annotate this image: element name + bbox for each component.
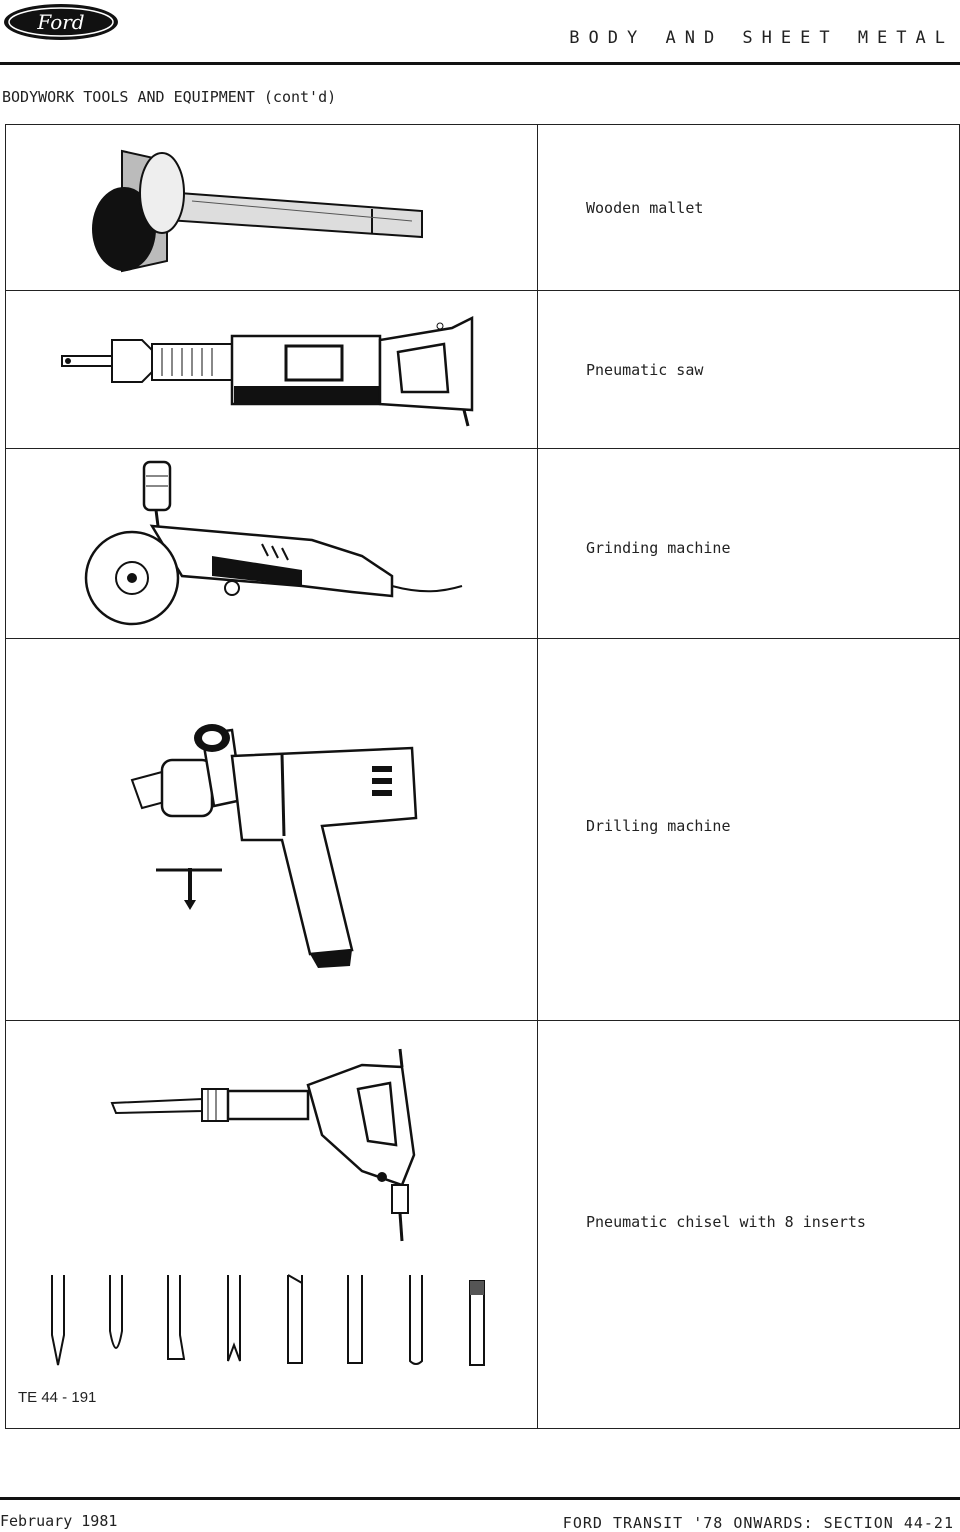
wooden-mallet-icon [91,149,423,272]
tool-name: Pneumatic chisel with 8 inserts [586,1213,866,1231]
tool-description-cell: Wooden mallet [537,124,960,291]
tool-description-cell: Grinding machine [537,448,960,639]
pneumatic-saw-icon [60,315,473,426]
tool-illustration-cell [5,638,538,1021]
tool-description-cell: Pneumatic saw [537,290,960,449]
table-row: TE 44 - 191 Pneumatic chisel with 8 inse… [5,1020,960,1429]
table-row: Pneumatic saw [5,290,960,449]
ford-logo-icon: Ford [4,4,118,40]
tool-name: Grinding machine [586,539,731,557]
tool-description-cell: Drilling machine [537,638,960,1021]
running-head: BODY AND SHEET METAL [569,28,954,48]
footer-date: February 1981 [0,1512,118,1530]
footer-rule [0,1497,960,1500]
tool-name: Wooden mallet [586,199,704,217]
section-title: BODYWORK TOOLS AND EQUIPMENT (cont'd) [2,88,337,106]
logo-text: Ford [36,10,84,34]
footer-reference: FORD TRANSIT '78 ONWARDS: SECTION 44-21 [562,1514,954,1532]
tool-illustration-cell [5,124,538,291]
table-row: Grinding machine [5,448,960,639]
tool-illustration-cell: TE 44 - 191 [5,1020,538,1429]
pneumatic-chisel-icon [50,1048,485,1366]
tools-table: Wooden mallet Pneumatic s [5,124,960,1429]
table-row: Drilling machine [5,638,960,1021]
table-row: Wooden mallet [5,124,960,291]
grinding-machine-icon [84,460,462,625]
tool-illustration-cell [5,290,538,449]
drilling-machine-icon [130,723,417,968]
tool-description-cell: Pneumatic chisel with 8 inserts [537,1020,960,1429]
tool-name: Pneumatic saw [586,361,704,379]
figure-reference: TE 44 - 191 [18,1389,97,1406]
tool-name: Drilling machine [586,817,731,835]
tool-illustration-cell [5,448,538,639]
header-rule [0,62,960,65]
